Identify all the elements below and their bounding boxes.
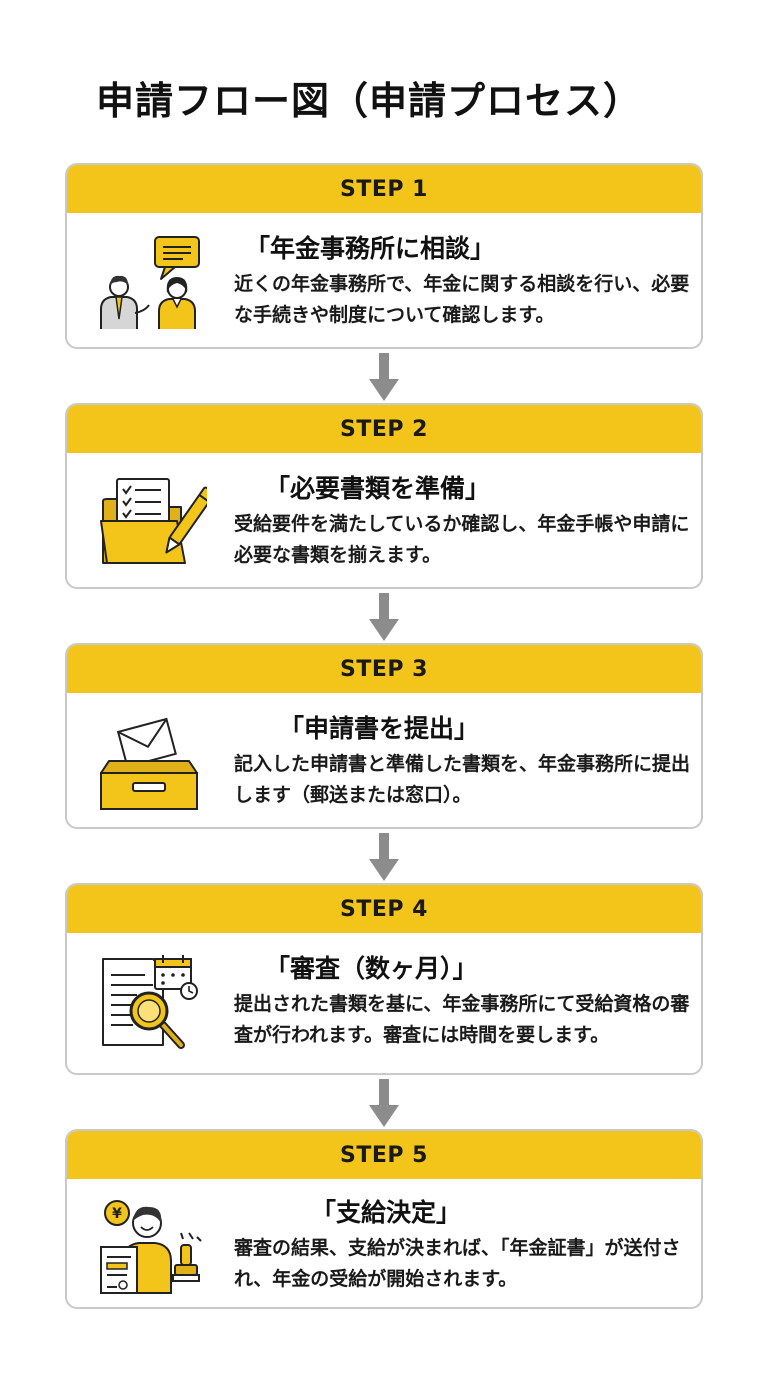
step-title: 「年金事務所に相談」	[245, 234, 496, 263]
step-card-3: STEP 3 「申請書を提出」 記入した申請書と準備した書類を、年金事務所に提出…	[65, 643, 703, 829]
step-card-1: STEP 1 「年金事務所に相談	[65, 163, 703, 349]
step-card-4: STEP 4	[65, 883, 703, 1075]
consultation-icon	[97, 235, 207, 335]
step-title: 「必要書類を準備」	[265, 474, 491, 503]
yen-symbol: ¥	[112, 1206, 122, 1222]
flow-arrow-down	[369, 353, 399, 401]
step-description: 受給要件を満たしているか確認し、年金手帳や申請に必要な書類を揃えます。	[234, 513, 690, 566]
step-title: 「審査（数ヶ月）」	[265, 954, 478, 983]
step-label: STEP 5	[67, 1131, 701, 1179]
document-folder-icon	[97, 473, 207, 573]
flow-arrow-down	[369, 1079, 399, 1127]
step-label: STEP 2	[67, 405, 701, 453]
step-card-5: STEP 5 ¥	[65, 1129, 703, 1309]
step-label: STEP 3	[67, 645, 701, 693]
submit-tray-icon	[97, 713, 207, 813]
flow-arrow-down	[369, 593, 399, 641]
certificate-person-icon: ¥	[97, 1197, 207, 1297]
step-description: 審査の結果、支給が決まれば、「年金証書」が送付され、年金の受給が開始されます。	[234, 1237, 681, 1290]
step-card-2: STEP 2	[65, 403, 703, 589]
step-title: 「支給決定」	[311, 1198, 462, 1227]
review-magnifier-icon	[97, 955, 207, 1055]
step-description: 提出された書類を基に、年金事務所にて受給資格の審査が行われます。審査には時間を要…	[234, 993, 690, 1046]
page-title: 申請フロー図（申請プロセス）	[96, 79, 643, 123]
step-description: 近くの年金事務所で、年金に関する相談を行い、必要な手続きや制度について確認します…	[234, 273, 690, 326]
step-label: STEP 1	[67, 165, 701, 213]
step-title: 「申請書を提出」	[279, 714, 480, 743]
step-description: 記入した申請書と準備した書類を、年金事務所に提出します（郵送または窓口）。	[234, 753, 691, 806]
step-label: STEP 4	[67, 885, 701, 933]
flow-arrow-down	[369, 833, 399, 881]
